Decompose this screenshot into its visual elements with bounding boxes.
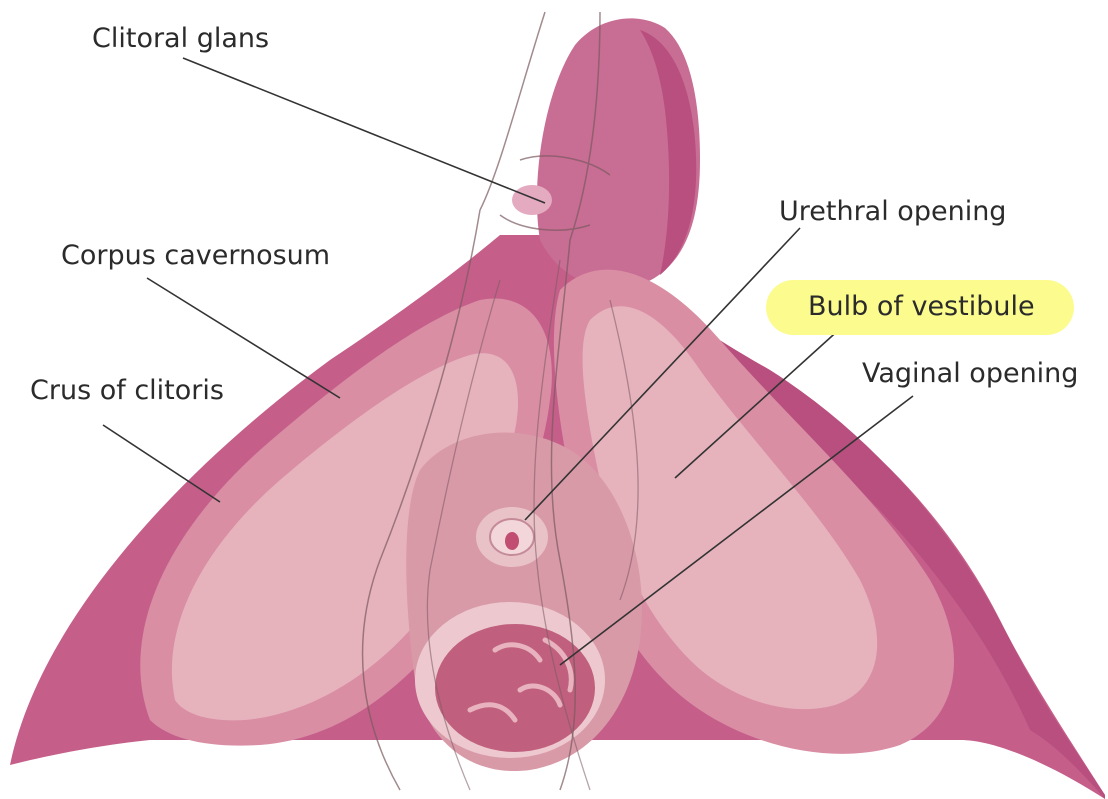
label-urethral-opening: Urethral opening [779, 198, 1006, 225]
label-corpus-cavernosum: Corpus cavernosum [61, 242, 330, 269]
label-crus-of-clitoris: Crus of clitoris [30, 377, 224, 404]
leader-crus-of-clitoris [103, 425, 220, 502]
label-vaginal-opening: Vaginal opening [862, 360, 1078, 387]
urethral-opening-hole [505, 532, 519, 550]
clitoral-glans-tip [512, 185, 552, 215]
leader-clitoral-glans [183, 58, 545, 203]
label-clitoral-glans: Clitoral glans [92, 25, 269, 52]
label-bulb-of-vestibule: Bulb of vestibule [808, 293, 1035, 320]
